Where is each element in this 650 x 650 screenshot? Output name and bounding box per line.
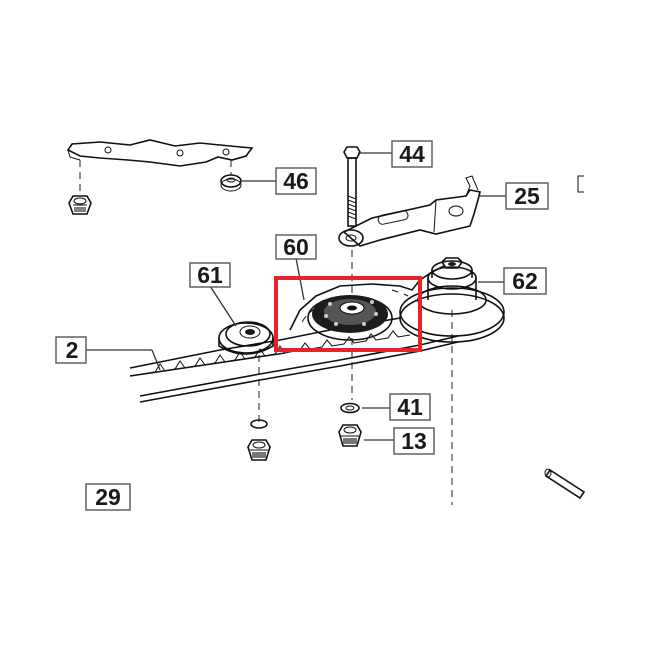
- bolt-44: [343, 146, 361, 227]
- callout-25[interactable]: 25: [505, 182, 549, 210]
- label-41: 41: [397, 394, 423, 420]
- pulley-61: [218, 321, 274, 355]
- callout-44[interactable]: 44: [391, 140, 433, 168]
- callout-62[interactable]: 62: [503, 267, 547, 295]
- label-25: 25: [514, 183, 540, 209]
- callout-13[interactable]: 13: [393, 427, 435, 455]
- label-13: 13: [401, 428, 427, 454]
- idler-arm-25: [338, 175, 481, 247]
- washer-46: [220, 174, 242, 192]
- pin-bottom-right: [544, 468, 586, 500]
- label-61: 61: [197, 262, 223, 288]
- label-60: 60: [283, 234, 309, 260]
- nut-left-top: [68, 195, 92, 215]
- label-46: 46: [283, 168, 309, 194]
- mounting-plate: [66, 139, 254, 167]
- edge-bracket-mark: [577, 175, 584, 193]
- washer-lower-left: [250, 419, 268, 429]
- pulley-60: [307, 295, 393, 341]
- label-44: 44: [399, 141, 425, 167]
- label-62: 62: [512, 268, 538, 294]
- label-2: 2: [66, 337, 79, 363]
- callout-60[interactable]: 60: [275, 234, 317, 260]
- callout-29[interactable]: 29: [85, 483, 131, 511]
- callout-46[interactable]: 46: [275, 167, 317, 195]
- nut-13: [338, 424, 362, 447]
- washer-41: [340, 402, 360, 414]
- callout-61[interactable]: 61: [189, 262, 231, 288]
- label-29: 29: [95, 484, 121, 510]
- callout-2[interactable]: 2: [55, 336, 87, 364]
- axis-lines: [79, 160, 453, 505]
- callout-41[interactable]: 41: [389, 393, 431, 421]
- nut-lower-left: [247, 439, 271, 461]
- pulley-62: [399, 257, 505, 343]
- drive-belt: [129, 265, 459, 403]
- leader-lines: [86, 152, 506, 441]
- highlight-frame: [274, 276, 422, 352]
